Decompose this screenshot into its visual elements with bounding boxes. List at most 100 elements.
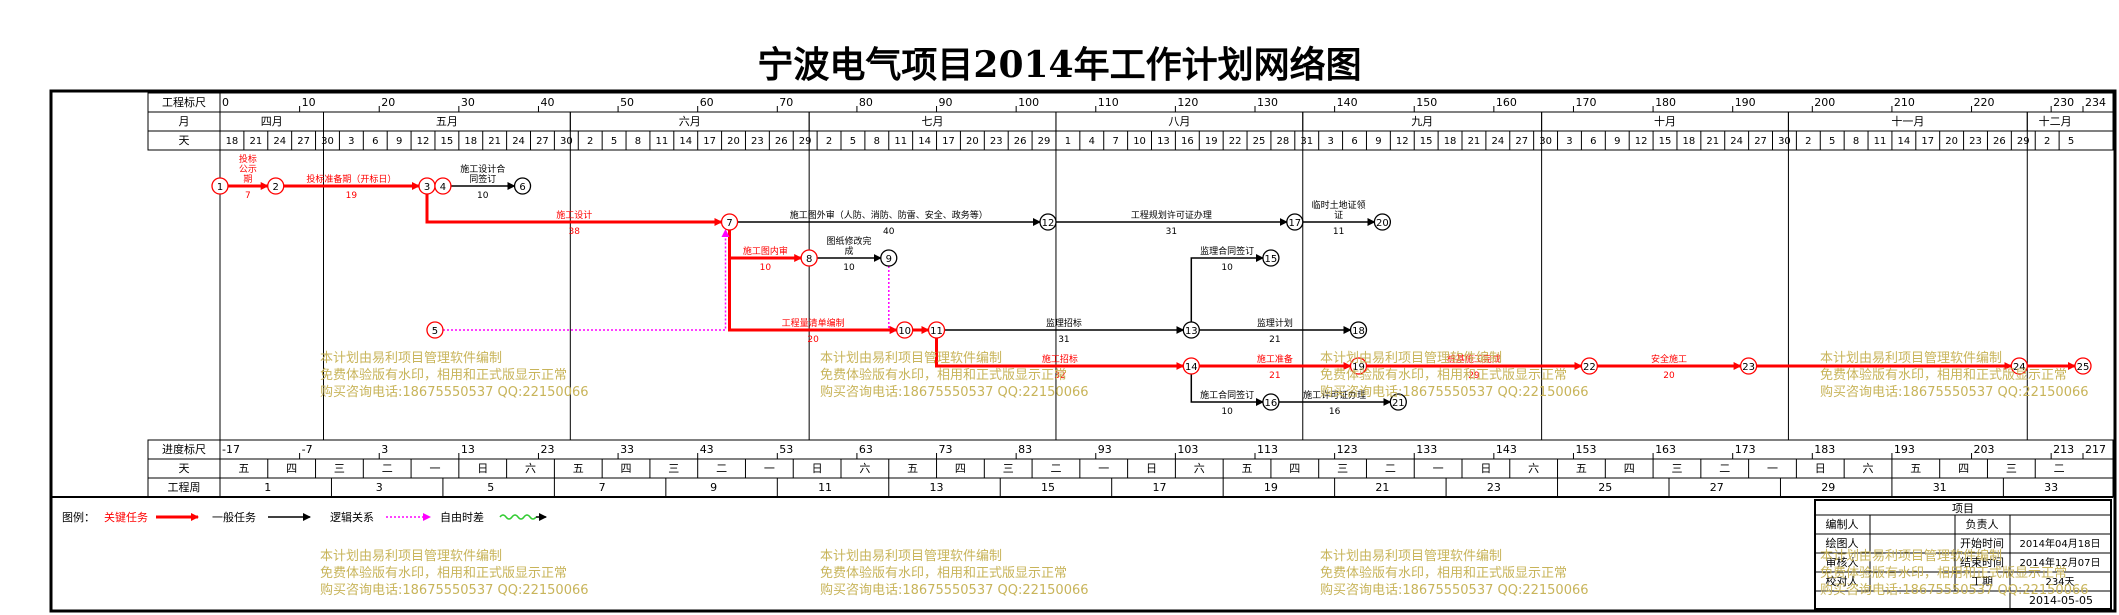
activity-name: 临时土地证领 (1312, 199, 1366, 211)
weekday-label: 三 (668, 462, 679, 475)
scale-tick-label: 100 (1018, 96, 1039, 109)
day-label: 4 (1089, 136, 1095, 147)
month-label: 十月 (1654, 114, 1676, 128)
event-node-label: 23 (1742, 362, 1755, 373)
info-value: 2014年12月07日 (2020, 556, 2101, 569)
progress-tick-label: 113 (1257, 443, 1278, 456)
event-node-label: 1 (217, 182, 223, 193)
event-node-20 (1373, 213, 1392, 231)
day-label: 8 (1853, 136, 1859, 147)
scale-tick-label: 60 (700, 96, 714, 109)
day-label: 2 (587, 136, 593, 147)
event-node-4 (434, 177, 452, 195)
weekday-label: 日 (1815, 462, 1826, 475)
watermark-text: 免费体验版有水印，相用和正式版显示正常 (1320, 367, 1567, 383)
info-key: 校对人 (1826, 574, 1859, 588)
scale-tick-label: 70 (779, 96, 793, 109)
day-label: 26 (1014, 136, 1027, 147)
month-label: 五月 (436, 115, 458, 128)
info-key: 开始时间 (1960, 536, 2004, 550)
watermark-text: 购买咨询电话:18675550537 QQ:22150066 (1320, 582, 1589, 598)
event-node-label: 24 (2013, 362, 2026, 373)
event-node-label: 11 (930, 326, 943, 337)
weekday-label: 日 (1146, 462, 1157, 475)
progress-tick-label: 143 (1496, 443, 1517, 456)
watermark-text: 本计划由易利项目管理软件编制 (820, 351, 1002, 366)
page-title: 宁波电气项目2014年工作计划网络图 (757, 44, 1362, 86)
day-label: 18 (226, 136, 239, 147)
weekday-label: 五 (1242, 462, 1253, 475)
progress-tick-label: -17 (222, 443, 240, 456)
legend-wave-line (499, 514, 537, 520)
day-label: 14 (918, 136, 931, 147)
day-label: 9 (396, 136, 402, 147)
month-label: 八月 (1168, 115, 1190, 128)
day-label: 24 (273, 136, 286, 147)
day-label: 30 (1778, 136, 1791, 147)
week-label: 29 (1821, 481, 1835, 494)
scale-tick-label: 90 (939, 96, 953, 109)
info-value: 2014年04月18日 (2020, 537, 2101, 550)
weekday-label: 六 (1863, 462, 1874, 475)
week-label: 13 (930, 481, 944, 494)
activity-duration: 10 (1221, 407, 1233, 417)
activity-name: 施工设计 (556, 209, 592, 221)
scale-tick-label: 230 (2053, 96, 2074, 109)
event-node-16 (1262, 393, 1280, 411)
day-label: 3 (348, 136, 354, 147)
progress-tick-label: 93 (1098, 443, 1112, 456)
legend-prefix: 图例： (62, 510, 95, 524)
progress-tick-label: 203 (1974, 443, 1995, 456)
progress-tick-label: 183 (1814, 443, 1835, 456)
activity-arrow-9-10 (888, 266, 898, 334)
watermark-text: 免费体验版有水印，相用和正式版显示正常 (1320, 565, 1567, 581)
scale-tick-label: 80 (859, 96, 873, 109)
watermark-text: 购买咨询电话:18675550537 QQ:22150066 (1820, 384, 2089, 400)
activity-name: 证 (1334, 210, 1343, 221)
watermark-text: 购买咨询电话:18675550537 QQ:22150066 (820, 384, 1089, 400)
weekday-label: 二 (1385, 462, 1396, 475)
month-label: 六月 (679, 115, 701, 128)
event-node-15 (1262, 249, 1280, 267)
progress-tick-label: 133 (1416, 443, 1437, 456)
event-node-label: 25 (2077, 362, 2090, 373)
day-label: 12 (417, 136, 430, 147)
weekday-label: 六 (1194, 462, 1205, 475)
weekday-label: 一 (429, 462, 440, 475)
event-node-label: 22 (1583, 362, 1596, 373)
scale-tick-label: 220 (1974, 96, 1995, 109)
activity-duration: 10 (477, 191, 489, 201)
progress-tick-label: 63 (859, 443, 873, 456)
scale-tick-label: 110 (1098, 96, 1119, 109)
watermark-text: 购买咨询电话:18675550537 QQ:22150066 (1820, 582, 2089, 598)
event-node-13 (1182, 321, 1200, 339)
activity-duration: 38 (569, 227, 581, 237)
event-node-23 (1739, 357, 1758, 375)
event-node-label: 17 (1288, 218, 1301, 229)
day-label: 9 (1614, 136, 1620, 147)
weekday-label: 二 (1719, 462, 1730, 475)
day-label: 27 (536, 136, 549, 147)
week-label: 11 (818, 481, 832, 494)
day-label: 12 (1635, 136, 1648, 147)
activity-name: 安全施工 (1651, 353, 1687, 365)
scale-tick-label: 130 (1257, 96, 1278, 109)
event-node-7 (720, 213, 739, 231)
event-node-14 (1182, 357, 1200, 375)
weekday-label: 五 (907, 462, 918, 475)
day-label: 30 (321, 136, 334, 147)
day-label: 24 (512, 136, 525, 147)
event-node-label: 20 (1376, 218, 1389, 229)
activity-name: 施工图内审 (743, 245, 788, 257)
day-label: 3 (1327, 136, 1333, 147)
week-label: 3 (376, 481, 383, 494)
week-label: 25 (1598, 481, 1612, 494)
progress-tick-label: 73 (939, 443, 953, 456)
scale-tick-label: 200 (1814, 96, 1835, 109)
activity-arrow-3-7 (425, 194, 723, 226)
activity-name: 施工招标 (1042, 353, 1078, 365)
event-node-label: 3 (424, 182, 430, 193)
week-label: 17 (1152, 481, 1166, 494)
day-label: 9 (1375, 136, 1381, 147)
activity-name: 施工合同签订 (1200, 389, 1254, 401)
